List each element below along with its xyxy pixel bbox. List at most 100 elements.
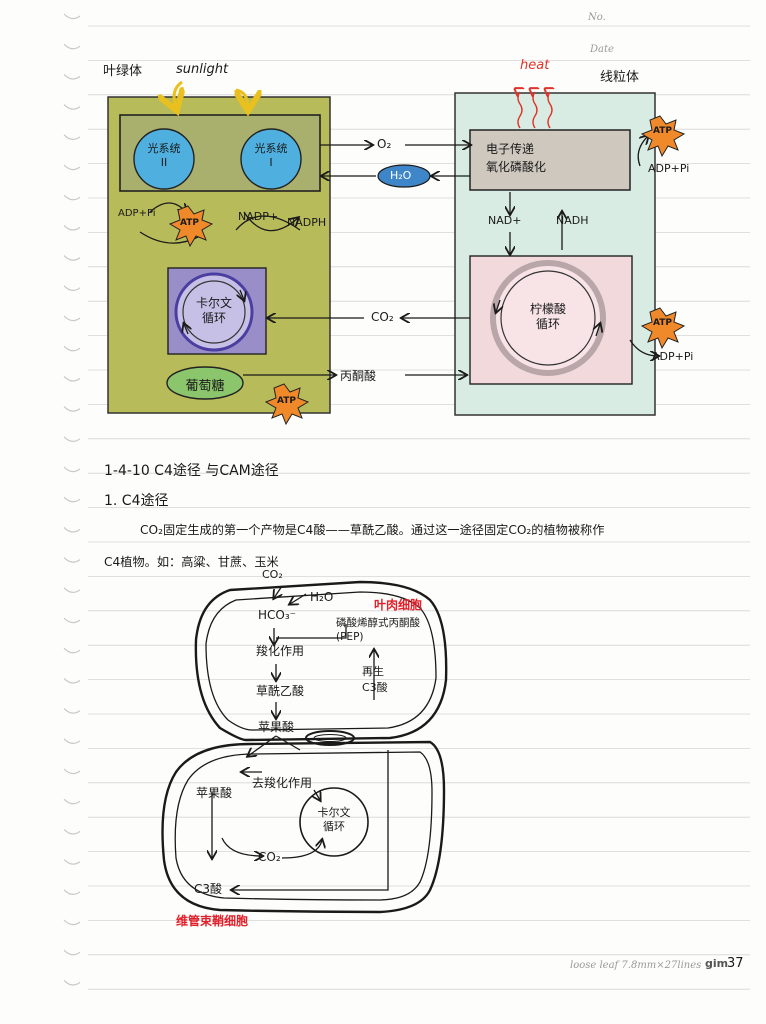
pyruvate-label: 丙酮酸 (340, 369, 377, 383)
heat-arrows (518, 92, 552, 129)
page-number: 37 (727, 956, 744, 971)
photosystem-2-label: 光系统 II (147, 142, 181, 169)
sunlight-label: sunlight (176, 62, 229, 77)
sunlight-arrow-left (174, 80, 182, 108)
c4-co2-label: CO₂ (262, 568, 283, 581)
atp-label-etc: ATP (653, 126, 673, 136)
regen-label: 再生 C3酸 (362, 665, 388, 694)
h2o-label: H₂O (390, 169, 412, 182)
subsection-title: 1. C4途径 (104, 493, 169, 509)
c4-h2o-label: H₂O (310, 590, 334, 604)
krebs-cycle-ring (490, 260, 606, 376)
binder-hole (63, 557, 81, 563)
etc-label: 电子传递 氧化磷酸化 (486, 142, 547, 174)
binder-hole (63, 677, 81, 684)
binder-hole (63, 43, 81, 50)
binder-hole (63, 436, 81, 442)
binder-hole (63, 919, 81, 926)
atp-star-chloro (168, 205, 214, 248)
bundle-sheath-outline (161, 740, 446, 914)
binder-hole (63, 768, 81, 775)
binder-hole (63, 708, 81, 714)
chloroplast-label: 叶绿体 (103, 64, 143, 79)
nad-label: NAD+ (488, 214, 522, 227)
hco3-label: HCO₃⁻ (258, 608, 296, 622)
atp-star-krebs (640, 307, 686, 350)
brand-logo: gim (705, 957, 729, 970)
binder-hole (63, 828, 81, 835)
note-line-2: C4植物。如：高粱、甘蔗、玉米 (104, 555, 279, 569)
atp-star-etc (640, 115, 686, 158)
glucose-label: 葡萄糖 (185, 379, 225, 394)
c4-calvin-ring (299, 787, 369, 857)
h2o-ellipse (377, 164, 431, 188)
binder-hole (63, 617, 81, 624)
binder-hole (63, 315, 81, 322)
carboxylation-label: 羧化作用 (256, 644, 305, 658)
binder-hole (63, 194, 81, 201)
sunlight-arrow-right (236, 88, 248, 108)
o2-label: O₂ (377, 137, 392, 151)
mesophyll-label: 叶肉细胞 (374, 598, 423, 612)
binder-hole (63, 587, 81, 593)
binder-hole (63, 496, 81, 503)
pep-label: 磷酸烯醇式丙酮酸 (PEP) (336, 617, 420, 643)
malate-top-label: 苹果酸 (258, 720, 295, 734)
calvin-cycle-label: 卡尔文 循环 (195, 296, 232, 325)
binder-hole (63, 798, 81, 805)
adp-pi-label-chloro: ADP+Pi (118, 208, 156, 219)
photosynthesis-respiration-diagram (107, 80, 686, 426)
binder-hole (63, 738, 81, 744)
binder-hole (63, 466, 81, 473)
date-label: Date (590, 44, 614, 55)
nadph-label: NADPH (287, 216, 327, 229)
section-title: 1-4-10 C4途径 与CAM途径 (104, 463, 279, 479)
binder-hole (63, 104, 81, 110)
malate-bottom-label: 苹果酸 (196, 786, 233, 800)
atp-star-glucose (264, 383, 310, 426)
binder-hole (63, 979, 81, 986)
atp-label-chloro: ATP (180, 218, 200, 228)
nadp-label: NADP+ (238, 210, 279, 223)
heat-label: heat (520, 58, 550, 73)
paper-spec: loose leaf 7.8mm×27lines (570, 960, 702, 971)
binder-hole (63, 285, 81, 291)
mitochondrion-label: 线粒体 (600, 70, 640, 85)
binder-hole (63, 647, 81, 654)
decarboxylation-label: 去羧化作用 (252, 776, 313, 790)
no-label: No. (588, 12, 606, 23)
binder-hole (63, 889, 81, 895)
binder-hole (63, 949, 81, 956)
krebs-cycle-label: 柠檬酸 循环 (529, 302, 566, 331)
mesophyll-cell-outline (194, 580, 448, 742)
binder-hole (63, 526, 81, 533)
c4-pathway-diagram (161, 580, 448, 914)
binder-hole (63, 859, 81, 865)
glucose-ellipse (166, 366, 244, 400)
note-line-1: CO₂固定生成的第一个产物是C4酸——草酰乙酸。通过这一途径固定CO₂的植物被称… (140, 523, 605, 537)
adp-pi-label-krebs: ADP+Pi (652, 350, 694, 363)
binder-hole (63, 73, 81, 80)
c3-acid-label: C3酸 (194, 882, 223, 896)
photosystem-1 (240, 128, 302, 190)
atp-label-krebs: ATP (653, 318, 673, 328)
binder-hole (63, 375, 81, 382)
atp-label-glucose: ATP (277, 396, 297, 406)
calvin-cycle-ring (174, 272, 254, 352)
binder-hole (63, 134, 81, 140)
binder-hole (63, 255, 81, 261)
c4-calvin-label: 卡尔文 循环 (317, 806, 351, 833)
binder-hole (63, 345, 81, 352)
binder-hole (63, 224, 81, 231)
binder-hole (63, 164, 81, 171)
photosystem-1-label: 光系统 I (254, 142, 288, 169)
oxaloacetate-label: 草酰乙酸 (256, 684, 305, 698)
binder-hole (63, 13, 81, 20)
electron-transport-chain (469, 129, 631, 191)
bundle-sheath-label: 维管束鞘细胞 (176, 914, 249, 928)
adp-pi-label-etc: ADP+Pi (648, 162, 690, 175)
binder-hole (63, 406, 81, 412)
c4-co2-bundle-label: CO₂ (258, 850, 281, 864)
co2-label: CO₂ (371, 310, 394, 324)
